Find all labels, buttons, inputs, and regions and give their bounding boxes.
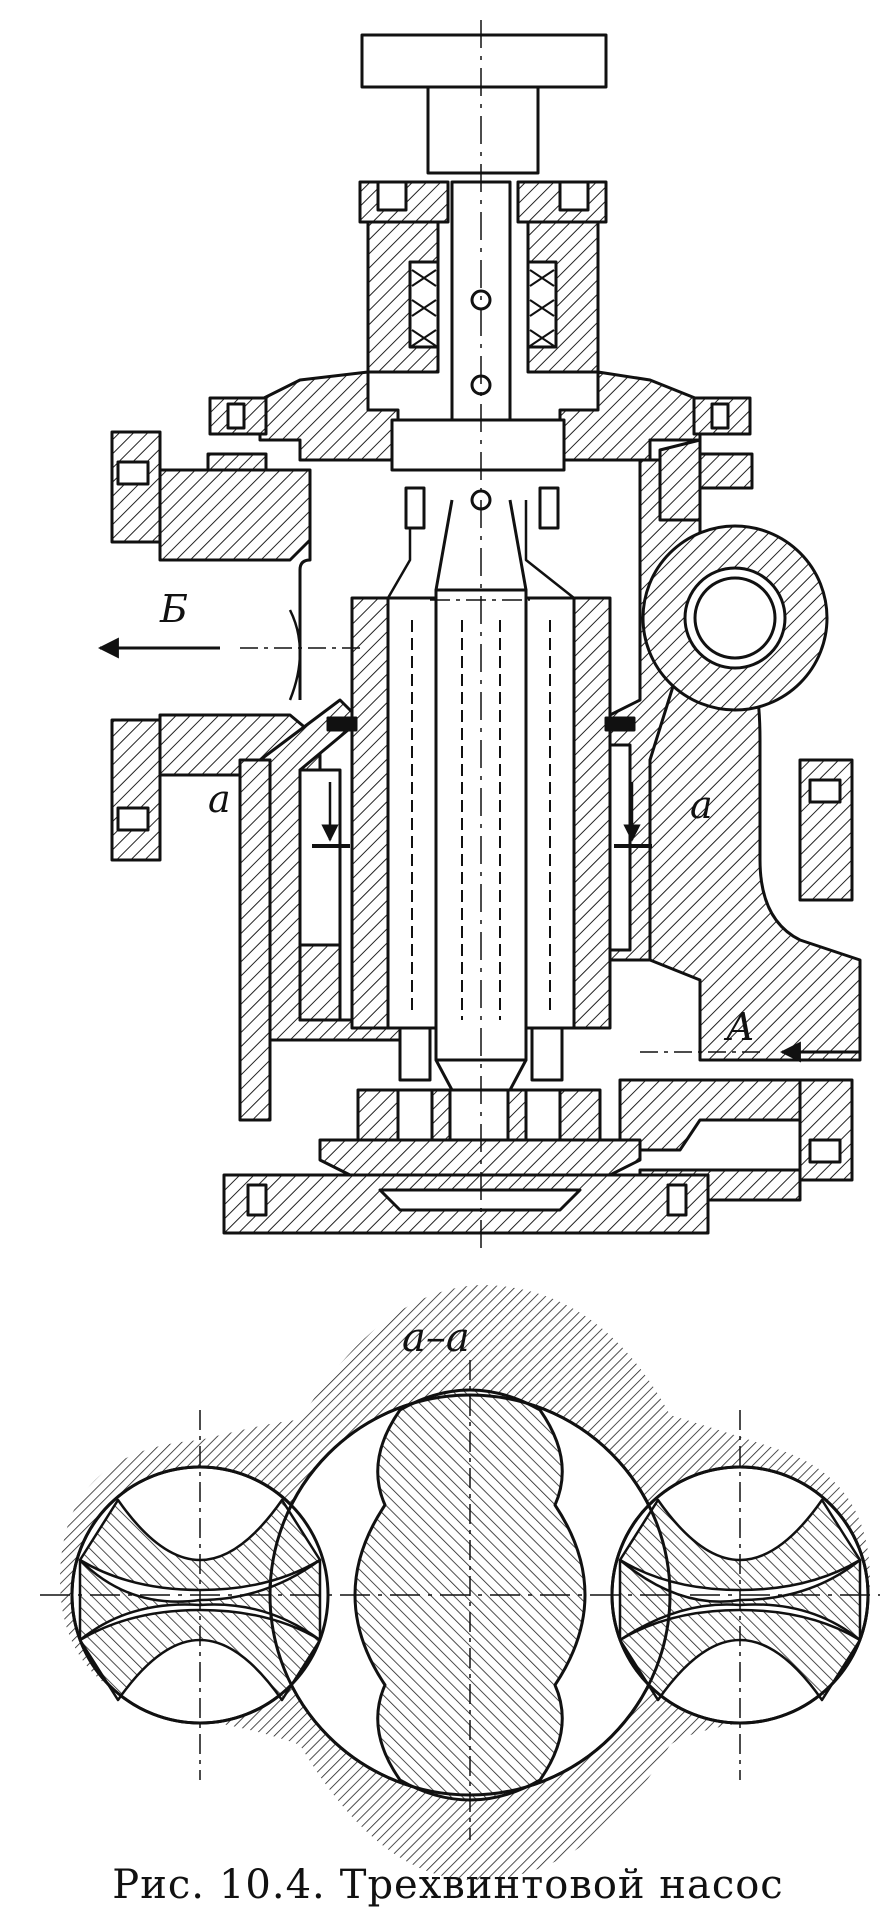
chamber-right-label: а	[690, 783, 713, 827]
bypass-ring	[641, 524, 829, 712]
flow-in-label: А	[726, 1005, 755, 1049]
casing-left	[238, 698, 402, 1122]
chamber-left-label: а	[208, 777, 231, 821]
caption-prefix: Рис.	[112, 1862, 205, 1908]
outlet-flange	[110, 430, 322, 862]
section-view	[40, 1285, 880, 1880]
caption-title: Трехвинтовой насос	[339, 1862, 784, 1908]
figure-caption: Рис. 10.4. Трехвинтовой насос	[0, 1862, 896, 1908]
section-label: а–а	[402, 1315, 470, 1361]
flow-out-label: Б	[160, 587, 188, 631]
flow-arrows	[97, 637, 860, 1063]
liner	[326, 596, 636, 1030]
handwheel	[360, 33, 608, 175]
bottom-cover	[222, 1088, 710, 1235]
caption-number: 10.4.	[218, 1862, 326, 1908]
stuffing-box	[358, 180, 608, 374]
